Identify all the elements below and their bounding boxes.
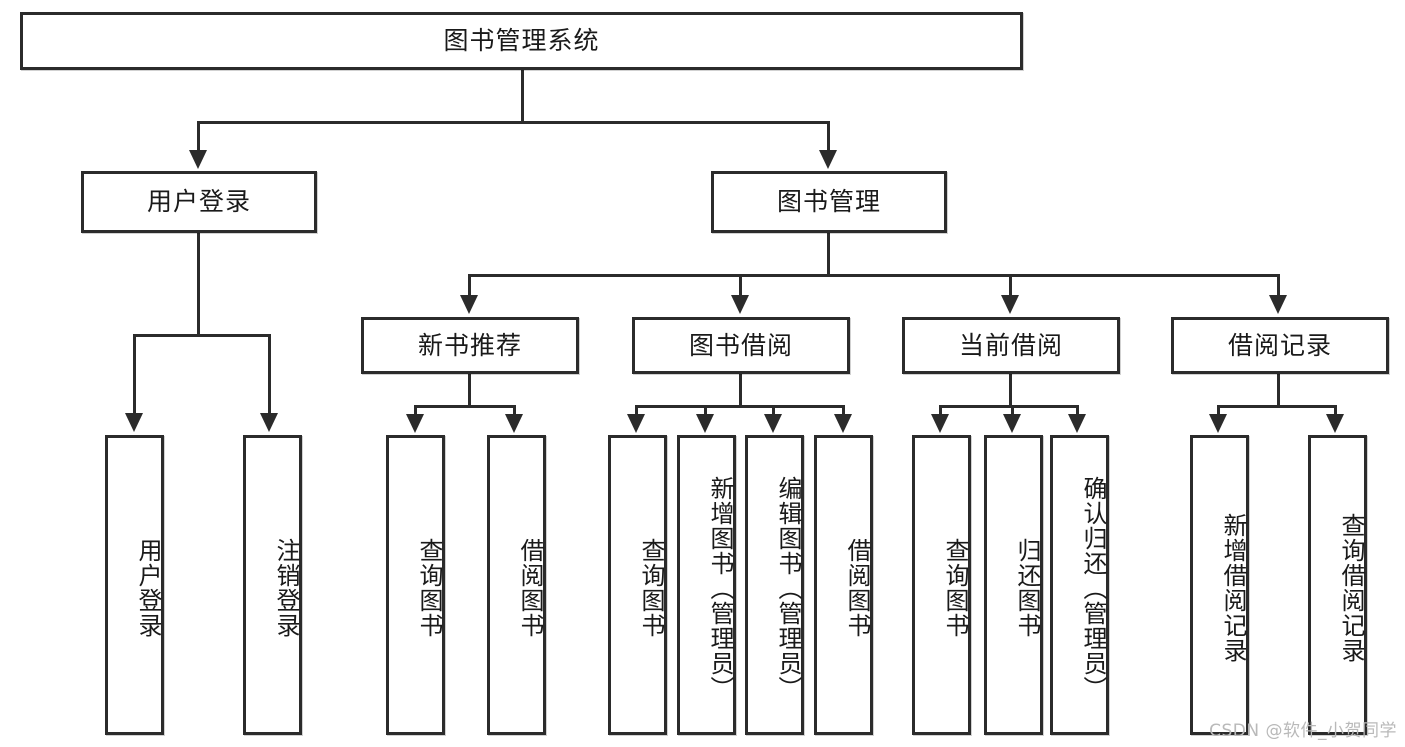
connector-login-stem [197, 233, 200, 335]
node-root-label: 图书管理系统 [443, 26, 600, 56]
connector-login-to-leaf2 [268, 334, 271, 414]
connector-borrow-to-leaf1 [635, 405, 638, 415]
leaf-query-borrow-record-label: 查询借阅记录 [1337, 513, 1365, 663]
node-book-management[interactable]: 图书管理 [711, 171, 947, 233]
leaf-query-book-new[interactable]: 查询图书 [386, 435, 445, 735]
connector-current-to-leaf2 [1011, 405, 1014, 415]
arrowhead-borrow-leaf2 [696, 414, 714, 433]
connector-current-bus [939, 405, 1079, 408]
arrowhead-root-to-login [189, 150, 207, 169]
node-user-login[interactable]: 用户登录 [81, 171, 317, 233]
connector-records-to-leaf2 [1334, 405, 1337, 415]
node-new-book-recommend[interactable]: 新书推荐 [361, 317, 579, 374]
arrowhead-borrow-leaf1 [627, 414, 645, 433]
connector-bookmgmt-to-borrow [739, 274, 742, 296]
connector-borrow-bus [635, 405, 845, 408]
leaf-borrow-book-new-label: 借阅图书 [516, 538, 544, 638]
connector-bookmgmt-stem [827, 233, 830, 275]
arrowhead-bookmgmt-current [1001, 295, 1019, 314]
leaf-query-book-current-label: 查询图书 [941, 538, 969, 638]
connector-root-to-login [197, 121, 200, 151]
connector-borrow-stem [739, 374, 742, 406]
connector-login-bus [133, 334, 271, 337]
connector-records-stem [1277, 374, 1280, 406]
leaf-add-book-admin[interactable]: 新增图书（管理员） [677, 435, 736, 735]
connector-borrow-to-leaf3 [772, 405, 775, 415]
connector-current-stem [1009, 374, 1012, 406]
connector-newbook-stem [468, 374, 471, 406]
arrowhead-bookmgmt-records [1269, 295, 1287, 314]
arrowhead-records-leaf1 [1209, 414, 1227, 433]
arrowhead-borrow-leaf4 [834, 414, 852, 433]
leaf-borrow-book-new[interactable]: 借阅图书 [487, 435, 546, 735]
connector-newbook-bus [414, 405, 516, 408]
leaf-query-book-current[interactable]: 查询图书 [912, 435, 971, 735]
arrowhead-records-leaf2 [1326, 414, 1344, 433]
csdn-watermark: CSDN @软件_小贺同学 [1209, 721, 1397, 741]
connector-bookmgmt-bus [468, 274, 1280, 277]
node-book-borrow-label: 图书借阅 [688, 330, 793, 360]
leaf-query-borrow-record[interactable]: 查询借阅记录 [1308, 435, 1367, 735]
arrowhead-bookmgmt-newbook [460, 295, 478, 314]
node-book-management-label: 图书管理 [776, 187, 881, 217]
connector-root-to-bookmgmt [827, 121, 830, 151]
leaf-logout[interactable]: 注销登录 [243, 435, 302, 735]
leaf-add-borrow-record[interactable]: 新增借阅记录 [1190, 435, 1249, 735]
arrowhead-root-to-bookmgmt [819, 150, 837, 169]
leaf-add-borrow-record-label: 新增借阅记录 [1219, 513, 1247, 663]
leaf-confirm-return-admin-label: 确认归还（管理员） [1079, 475, 1107, 701]
connector-current-to-leaf3 [1076, 405, 1079, 415]
connector-records-to-leaf1 [1217, 405, 1220, 415]
leaf-borrow-book[interactable]: 借阅图书 [814, 435, 873, 735]
arrowhead-login-leaf1 [125, 413, 143, 432]
node-current-borrow-label: 当前借阅 [958, 330, 1063, 360]
leaf-user-login[interactable]: 用户登录 [105, 435, 164, 735]
node-book-borrow[interactable]: 图书借阅 [632, 317, 850, 374]
arrowhead-borrow-leaf3 [764, 414, 782, 433]
leaf-edit-book-admin-label: 编辑图书（管理员） [774, 475, 802, 701]
connector-root-stem [521, 70, 524, 122]
leaf-query-book-borrow-label: 查询图书 [637, 538, 665, 638]
connector-current-to-leaf1 [939, 405, 942, 415]
arrowhead-bookmgmt-borrow [731, 295, 749, 314]
connector-bookmgmt-to-records [1277, 274, 1280, 296]
connector-borrow-to-leaf4 [842, 405, 845, 415]
leaf-logout-label: 注销登录 [272, 538, 300, 638]
connector-newbook-to-leaf2 [513, 405, 516, 415]
arrowhead-newbook-leaf1 [406, 414, 424, 433]
node-borrow-records-label: 借阅记录 [1227, 330, 1332, 360]
leaf-query-book-borrow[interactable]: 查询图书 [608, 435, 667, 735]
leaf-query-book-new-label: 查询图书 [415, 538, 443, 638]
node-borrow-records[interactable]: 借阅记录 [1171, 317, 1389, 374]
node-current-borrow[interactable]: 当前借阅 [902, 317, 1120, 374]
leaf-add-book-admin-label: 新增图书（管理员） [706, 475, 734, 701]
connector-newbook-to-leaf1 [414, 405, 417, 415]
leaf-return-book-label: 归还图书 [1013, 538, 1041, 638]
arrowhead-current-leaf3 [1068, 414, 1086, 433]
leaf-return-book[interactable]: 归还图书 [984, 435, 1043, 735]
connector-bookmgmt-to-current [1009, 274, 1012, 296]
arrowhead-login-leaf2 [260, 413, 278, 432]
node-new-book-recommend-label: 新书推荐 [417, 330, 522, 360]
connector-root-bus [197, 121, 829, 124]
leaf-confirm-return-admin[interactable]: 确认归还（管理员） [1050, 435, 1109, 735]
leaf-edit-book-admin[interactable]: 编辑图书（管理员） [745, 435, 804, 735]
connector-borrow-to-leaf2 [704, 405, 707, 415]
connector-records-bus [1217, 405, 1337, 408]
arrowhead-current-leaf2 [1003, 414, 1021, 433]
node-user-login-label: 用户登录 [146, 187, 251, 217]
arrowhead-current-leaf1 [931, 414, 949, 433]
connector-login-to-leaf1 [133, 334, 136, 414]
connector-bookmgmt-to-newbook [468, 274, 471, 296]
node-root[interactable]: 图书管理系统 [20, 12, 1023, 70]
leaf-borrow-book-label: 借阅图书 [843, 538, 871, 638]
arrowhead-newbook-leaf2 [505, 414, 523, 433]
leaf-user-login-label: 用户登录 [134, 538, 162, 638]
